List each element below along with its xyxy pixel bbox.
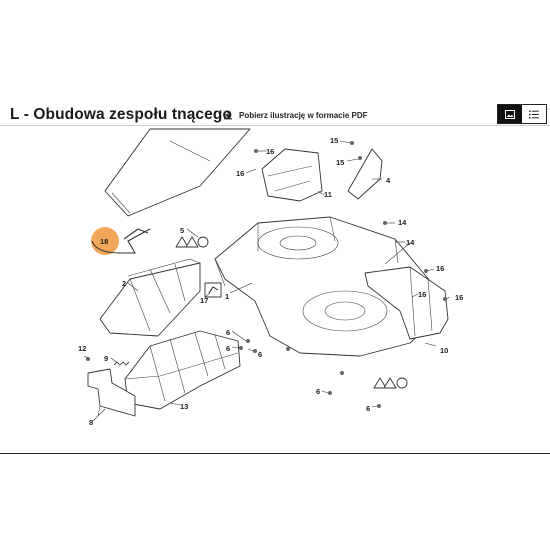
warning-labels-part (175, 236, 408, 389)
label-part-16b: 16 (266, 147, 274, 156)
label-part-14b: 14 (406, 238, 415, 247)
label-part-16c: 16 (436, 264, 444, 273)
rear-flap-part (261, 148, 323, 202)
image-view-button[interactable] (498, 105, 522, 123)
download-icon (224, 111, 232, 120)
label-part-8: 8 (89, 418, 93, 427)
exploded-parts-diagram: 1 2 4 5 6 6 6 6 6 8 9 10 11 12 13 14 14 … (0, 125, 550, 456)
screws-part (86, 141, 447, 408)
view-toggle (497, 104, 547, 124)
image-view-icon (505, 109, 515, 119)
label-part-15b: 15 (336, 158, 344, 167)
chute-cover-part (104, 128, 251, 217)
label-part-6b: 6 (226, 344, 230, 353)
download-pdf-link[interactable]: Pobierz ilustrację w formacie PDF (223, 110, 367, 120)
label-part-1: 1 (225, 292, 229, 301)
label-part-12: 12 (78, 344, 86, 353)
label-part-9: 9 (104, 354, 108, 363)
label-part-10: 10 (440, 346, 448, 355)
label-part-15a: 15 (330, 136, 338, 145)
label-part-16e: 16 (455, 293, 463, 302)
side-discharge-cover-part (364, 266, 449, 340)
label-part-11: 11 (324, 190, 332, 199)
spring-part (113, 361, 130, 366)
label-part-6a: 6 (226, 328, 230, 337)
list-view-icon (529, 110, 539, 118)
download-pdf-label: Pobierz ilustrację w formacie PDF (239, 110, 368, 120)
label-part-4: 4 (386, 176, 391, 185)
label-part-14a: 14 (398, 218, 407, 227)
label-part-2: 2 (122, 279, 126, 288)
chute-guard-part (124, 330, 241, 410)
label-part-16d: 16 (418, 290, 426, 299)
list-view-button[interactable] (522, 105, 546, 123)
label-part-6e: 6 (366, 404, 370, 413)
mulch-plug-part (99, 262, 201, 337)
label-part-18[interactable]: 18 (100, 237, 108, 246)
label-part-6c: 6 (258, 350, 262, 359)
page-title: L - Obudowa zespołu tnącego (10, 106, 233, 123)
rear-bracket-part (87, 368, 136, 417)
wire-bracket-part (91, 228, 151, 254)
label-part-16a: 16 (236, 169, 244, 178)
bottom-divider (0, 453, 550, 454)
front-guard-part (347, 148, 383, 200)
diagram-svg: 1 2 4 5 6 6 6 6 6 8 9 10 11 12 13 14 14 … (78, 128, 463, 427)
label-part-6d: 6 (316, 387, 320, 396)
label-part-13: 13 (180, 402, 188, 411)
label-part-17: 17 (200, 296, 208, 305)
label-part-5: 5 (180, 226, 184, 235)
